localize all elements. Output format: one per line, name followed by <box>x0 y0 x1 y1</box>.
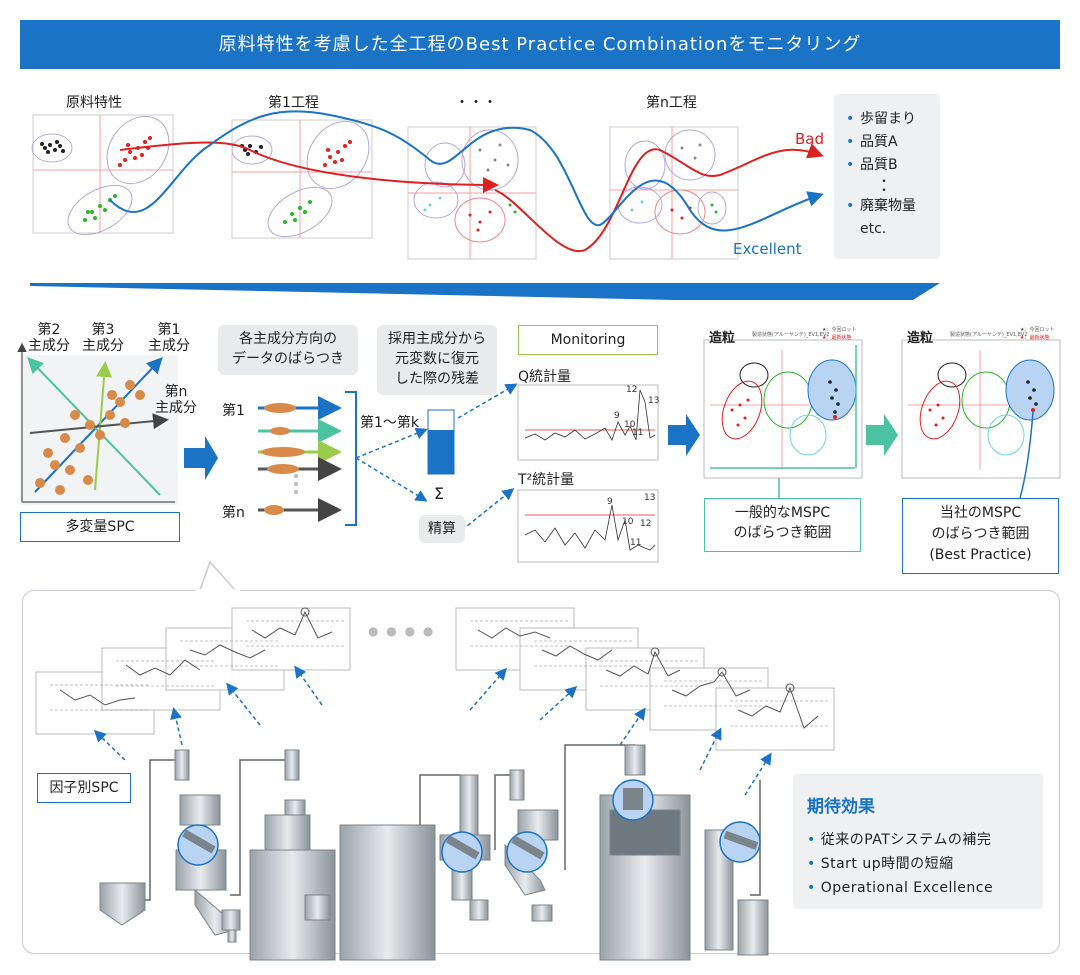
mspc-right-header: 製造状態(アルーヤンデ)_EV1,EV2 <box>950 332 1028 338</box>
scatter-panel-step1 <box>231 119 373 239</box>
calc-label: 精算 <box>419 515 465 543</box>
axis-label-pcn: 第n 主成分 <box>155 384 197 416</box>
effect-item: Operational Excellence <box>807 876 993 900</box>
mspc-right-title: 造粒 <box>907 331 934 346</box>
t2-point-label: 13 <box>644 493 656 503</box>
stage-label-raw: 原料特性 <box>66 95 122 111</box>
axis-label-pc3: 第3 主成分 <box>82 322 124 354</box>
outcome-item: 歩留まり <box>846 108 940 131</box>
q-point-label: 10 <box>624 420 636 430</box>
outcome-etc: etc. <box>860 221 887 237</box>
axis-label-pc1: 第1 主成分 <box>148 322 190 354</box>
sigma-symbol: Σ <box>434 484 445 503</box>
monitoring-label: Monitoring <box>518 325 658 355</box>
q-statistic-label: Q統計量 <box>518 369 572 385</box>
scatter-panel-stepn <box>609 126 739 260</box>
scatter-panel-mid <box>407 126 537 260</box>
mspc-left-legend-best: ★：最新状態 <box>822 335 852 341</box>
expected-effects-title: 期待効果 <box>807 797 875 817</box>
outcome-item: 品質A <box>846 131 940 154</box>
mspc-flow-diagram <box>17 339 1061 563</box>
multivariate-spc-label: 多変量SPC <box>20 512 180 542</box>
expected-effects-box: 期待効果 従来のPATシステムの補完 Start up時間の短縮 Operati… <box>793 774 1043 909</box>
excellent-path-label: Excellent <box>733 240 802 258</box>
q-point-label: 13 <box>648 396 660 406</box>
banner-title: 原料特性を考慮した全工程のBest Practice Combinationをモ… <box>20 20 1060 69</box>
outcome-dots: ・ <box>878 183 891 197</box>
effect-item: 従来のPATシステムの補完 <box>807 828 993 852</box>
bad-path-label: Bad <box>795 130 825 148</box>
stage-label-stepn: 第n工程 <box>646 95 697 111</box>
outcome-dots: ・ <box>878 174 891 188</box>
q-point-label: 11 <box>632 428 644 438</box>
outcome-item: 品質B <box>846 154 940 177</box>
residual-title: 採用主成分から 元変数に復元 した際の残差 <box>377 325 497 395</box>
mspc-left-title: 造粒 <box>709 331 736 346</box>
variance-row-first: 第1 <box>222 403 245 419</box>
outcome-item: 廃棄物量 <box>846 195 940 218</box>
stage-label-step1: 第1工程 <box>268 95 319 111</box>
plant-illustration <box>35 560 835 961</box>
mspc-right-legend-best: ★：最新状態 <box>1020 335 1050 341</box>
t2-point-label: 12 <box>640 519 652 529</box>
our-mspc-label: 当社のMSPC のばらつき範囲 (Best Practice) <box>902 498 1059 574</box>
scatter-panel-raw <box>31 114 174 236</box>
stage-label-ellipsis: ・・・ <box>455 95 497 111</box>
factor-spc-label: 因子別SPC <box>37 773 131 803</box>
t2-statistic-label: T²統計量 <box>518 472 575 488</box>
variance-title: 各主成分方向の データのばらつき <box>218 325 358 375</box>
mspc-left-header: 製造状態(アルーヤンデ)_EV1,EV2 <box>752 332 830 338</box>
variance-row-last: 第n <box>222 505 245 521</box>
q-point-label: 12 <box>626 385 638 395</box>
mspc-left-legend-now: ★：今回ロット <box>822 327 857 333</box>
t2-point-label: 9 <box>607 497 613 507</box>
q-point-label: 9 <box>614 411 620 421</box>
axis-label-pc2: 第2 主成分 <box>28 322 70 354</box>
effect-item: Start up時間の短縮 <box>807 852 993 876</box>
residual-k-label: 第1～第k <box>360 415 420 431</box>
general-mspc-label: 一般的なMSPC のばらつき範囲 <box>704 498 861 552</box>
process-scatter-flow <box>30 110 940 300</box>
outcomes-box: 歩留まり 品質A 品質B ・ ・ 廃棄物量 etc. <box>834 94 940 259</box>
t2-point-label: 11 <box>630 538 642 548</box>
t2-point-label: 10 <box>622 517 634 527</box>
more-charts-dots: ● ● ● ● <box>368 624 436 638</box>
mspc-right-legend-now: ★：今回ロット <box>1020 327 1055 333</box>
